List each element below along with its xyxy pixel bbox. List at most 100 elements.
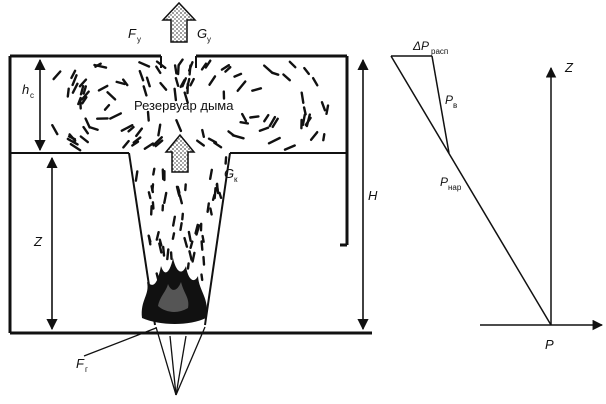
smoke-particle: [171, 232, 176, 240]
svg-text:с: с: [30, 91, 34, 100]
smoke-particle: [147, 235, 152, 246]
smoke-particle: [204, 59, 212, 69]
smoke-particle: [200, 62, 208, 71]
smoke-particle: [194, 223, 199, 235]
smoke-particle: [152, 136, 164, 147]
smoke-particle: [51, 123, 59, 136]
smoke-particle: [146, 110, 150, 122]
smoke-particle: [263, 113, 270, 123]
room-outline: [8, 54, 372, 335]
smoke-particle: [166, 248, 170, 261]
smoke-particle: [188, 250, 193, 261]
svg-text:нар: нар: [448, 183, 462, 192]
inside-pressure-line: [391, 55, 450, 154]
smoke-particle: [84, 117, 91, 129]
svg-text:у: у: [207, 35, 211, 44]
label-p-v: P в: [445, 93, 457, 110]
smoke-particle: [224, 156, 228, 165]
smoke-particle: [325, 104, 330, 116]
smoke-particle: [171, 215, 177, 227]
smoke-particle: [67, 135, 77, 141]
smoke-particle: [311, 76, 319, 87]
smoke-particle: [82, 125, 90, 135]
smoke-particle: [155, 230, 160, 241]
smoke-particle: [97, 84, 109, 92]
svg-text:у: у: [137, 35, 141, 44]
smoke-particle: [158, 242, 163, 254]
label-delta-p: ΔP расп: [412, 39, 448, 56]
smoke-particle: [282, 73, 291, 82]
smoke-particle: [159, 81, 168, 91]
label-Fg: F г: [76, 356, 88, 374]
smoke-particle: [220, 63, 231, 71]
label-Z-height: Z: [33, 234, 43, 249]
smoke-particle: [200, 240, 204, 251]
svg-text:ΔP: ΔP: [412, 39, 429, 53]
smoke-particle: [288, 60, 297, 69]
smoke-particle: [271, 117, 279, 129]
smoke-particle: [183, 91, 189, 104]
outside-pressure-line: [390, 55, 552, 326]
smoke-particle: [206, 202, 211, 214]
smoke-particle: [66, 137, 79, 146]
smoke-particle: [138, 61, 151, 68]
smoke-particle: [152, 167, 156, 176]
smoke-particle: [183, 236, 189, 248]
smoke-particle: [106, 91, 117, 101]
svg-text:F: F: [128, 26, 137, 41]
plume-flow-arrow-icon: [164, 133, 196, 173]
smoke-particle: [122, 139, 130, 149]
pressure-axes: [480, 66, 604, 331]
smoke-particle: [179, 221, 183, 232]
smoke-particle: [201, 234, 205, 243]
smoke-particle: [177, 58, 184, 67]
smoke-particle: [103, 103, 111, 111]
smoke-particle: [240, 112, 248, 123]
smoke-particle: [188, 64, 192, 76]
smoke-particle: [132, 136, 142, 144]
smoke-particle: [157, 123, 162, 137]
smoke-particle: [227, 130, 235, 137]
smoke-particle: [309, 130, 319, 142]
smoke-particle: [158, 238, 163, 247]
svg-text:F: F: [76, 356, 85, 371]
smoke-particle: [301, 113, 306, 127]
smoke-particle: [181, 212, 185, 221]
smoke-particle: [209, 207, 213, 216]
smoke-particle: [151, 201, 155, 210]
smoke-particle: [186, 262, 190, 270]
smoke-particle: [224, 65, 232, 73]
smoke-particle: [71, 74, 78, 87]
smoke-particle: [80, 90, 90, 101]
smoke-particle: [187, 230, 192, 243]
smoke-particle: [267, 136, 281, 145]
label-H-height: H: [368, 188, 378, 203]
smoke-particle: [66, 87, 70, 98]
smoke-particle: [94, 62, 102, 68]
smoke-particle: [121, 78, 129, 87]
smoke-particle: [200, 273, 204, 282]
smoke-particle: [82, 85, 88, 95]
smoke-particle: [71, 82, 79, 94]
smoke-particle: [283, 144, 296, 151]
smoke-particle: [189, 240, 194, 250]
smoke-particle: [176, 185, 181, 194]
svg-text:расп: расп: [431, 47, 448, 56]
svg-text:G: G: [197, 26, 207, 41]
smoke-particle: [79, 135, 90, 144]
smoke-particle: [131, 140, 140, 147]
svg-text:к: к: [234, 175, 238, 184]
label-axis-z: Z: [564, 60, 574, 75]
smoke-particle: [179, 79, 186, 89]
svg-text:h: h: [22, 82, 29, 97]
smoke-particle: [81, 95, 88, 105]
smoke-particle: [218, 191, 223, 200]
smoke-particle: [213, 186, 217, 200]
smoke-particle: [322, 132, 326, 142]
smoke-particle: [138, 69, 145, 82]
smoke-particle: [202, 255, 206, 266]
smoke-particle: [302, 106, 307, 116]
smoke-particle: [69, 142, 82, 152]
smoke-particle: [52, 70, 62, 81]
smoke-particle: [208, 168, 214, 181]
